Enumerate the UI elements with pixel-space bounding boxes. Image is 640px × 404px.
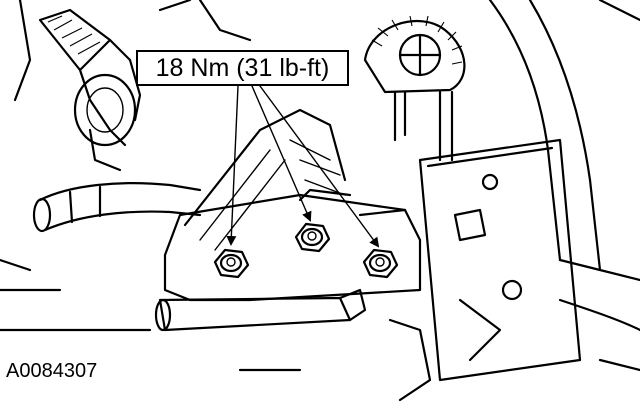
mounting-plate: [418, 138, 582, 382]
fastener-nut-middle: [294, 222, 331, 253]
fastener-nut-left: [213, 248, 250, 279]
leader-arrow-left: [226, 85, 239, 246]
torque-label: 18 Nm (31 lb-ft): [155, 53, 330, 82]
upper-left-hose-assembly: [13, 0, 252, 172]
leader-arrow-right: [259, 85, 380, 248]
lower-pipe: [0, 288, 432, 402]
leader-arrow-middle: [251, 85, 312, 222]
left-hose: [0, 182, 202, 292]
leader-arrows: [226, 85, 380, 248]
fastener-nut-right: [362, 248, 399, 279]
torque-callout: 18 Nm (31 lb-ft): [136, 50, 349, 86]
upper-right-gear: [363, 15, 466, 162]
figure-id: A0084307: [6, 360, 98, 382]
